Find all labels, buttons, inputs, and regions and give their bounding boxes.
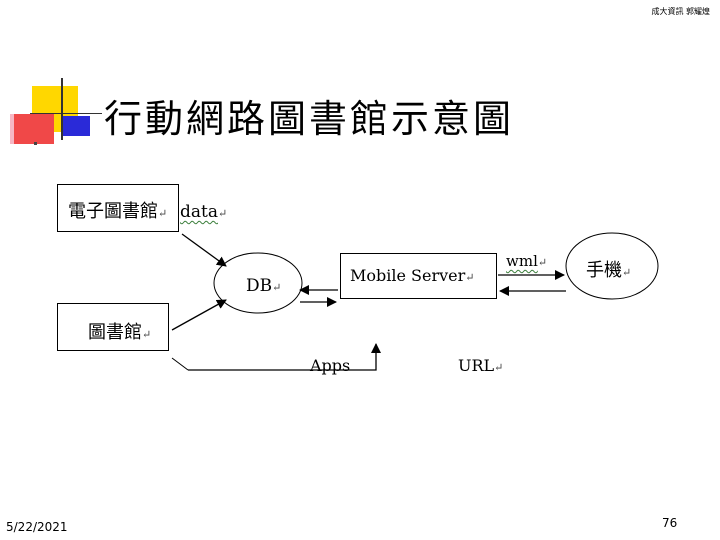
db-node-shape (213, 252, 303, 314)
mobile-server-node: Mobile Server↵ (340, 253, 497, 299)
deco-vertical-line (61, 78, 63, 140)
library-node: 圖書館↵ (57, 303, 169, 351)
edge-label-apps: Apps (310, 356, 351, 375)
deco-horizontal-line (30, 113, 102, 114)
author-note: 成大資訊 郭耀煌 (651, 7, 710, 16)
db-label: DB↵ (246, 276, 282, 296)
arrow-apps-path (188, 343, 381, 371)
deco-dot (34, 142, 37, 145)
phone-label: 手機↵ (586, 260, 632, 281)
arrow-elibrary-to-db (181, 233, 227, 267)
edge-label-url: URL↵ (458, 356, 504, 375)
deco-red-square (14, 114, 54, 144)
footer-date: 5/22/2021 (6, 520, 68, 534)
mobile-server-label: Mobile Server↵ (350, 266, 475, 285)
page-number: 76 (662, 516, 678, 530)
e-library-label: 電子圖書館↵ (68, 201, 168, 222)
phone-node-shape (565, 232, 659, 300)
apps-path-tick (171, 357, 189, 371)
e-library-node: 電子圖書館↵ (57, 184, 179, 232)
deco-blue-square (62, 116, 90, 136)
edge-label-data: data↵ (180, 202, 228, 222)
library-label: 圖書館↵ (88, 322, 152, 343)
edge-label-wml: wml↵ (506, 252, 548, 270)
slide-title: 行動網路圖書館示意圖 (104, 97, 515, 141)
arrow-library-to-db (171, 299, 227, 331)
